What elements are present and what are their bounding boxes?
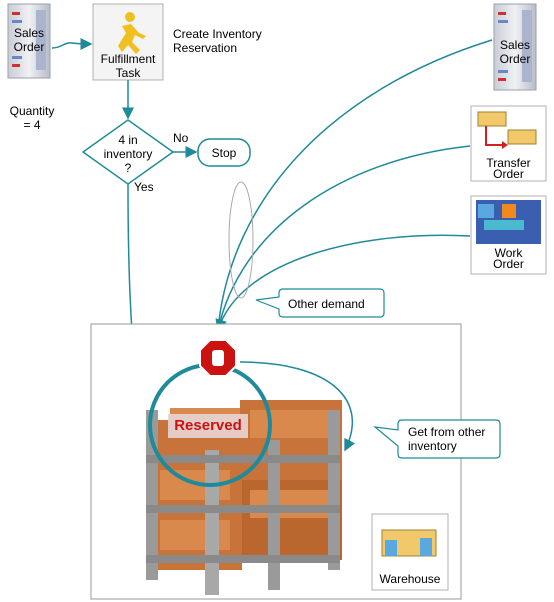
sales-order-left-icon (7, 3, 51, 79)
other-demand-label: Other demand (288, 297, 365, 311)
demand-curve-transfer (217, 145, 471, 331)
work-order-icon (470, 195, 547, 275)
demand-ellipse (228, 181, 254, 299)
demand-curve-work (215, 234, 471, 332)
yes-label: Yes (134, 180, 154, 194)
reserved-label: Reserved (174, 417, 242, 434)
warehouse-label: Warehouse (379, 572, 441, 586)
other-demand-callout (255, 288, 385, 318)
sales-order-right-icon (493, 3, 537, 91)
get-from-other-callout (373, 419, 501, 459)
stop-hand-icon (199, 339, 237, 377)
running-person-icon (118, 12, 146, 54)
stop-box (197, 138, 251, 167)
quantity-label: Quantity= 4 (9, 104, 55, 132)
demand-curve-sales (217, 39, 493, 331)
warehouse-icon (371, 513, 449, 591)
stop-label: Stop (211, 146, 237, 160)
transfer-order-icon (470, 105, 547, 182)
no-label: No (173, 131, 189, 145)
reserved-label-bg (168, 414, 248, 438)
arrow-order-to-task (51, 37, 93, 50)
arrow-get-from-other (239, 361, 356, 452)
